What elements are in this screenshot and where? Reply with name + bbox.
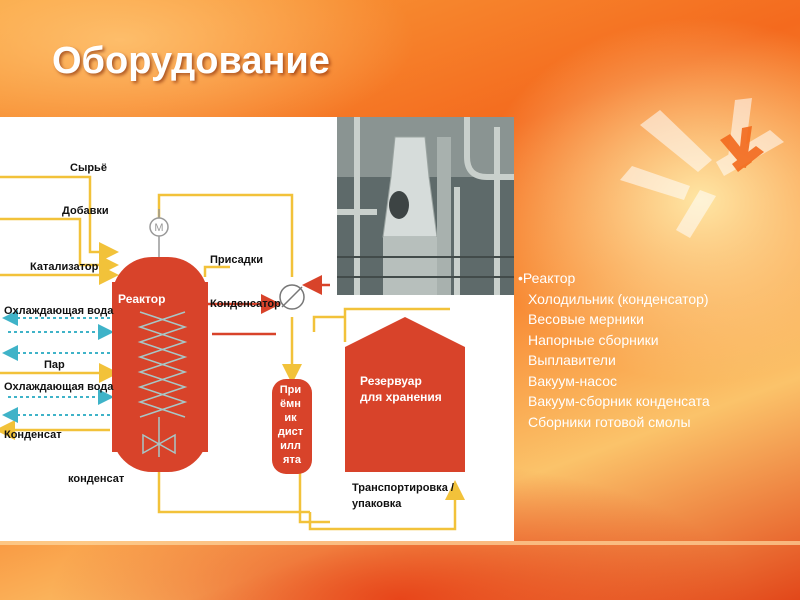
label-additives-2: Присадки	[210, 254, 263, 266]
slide-title: Оборудование	[52, 40, 330, 83]
label-cooling-water-1: Охлаждающая вода	[4, 305, 114, 317]
label-transport-1: Транспортировка /	[352, 482, 454, 494]
receiver-line-5: илл	[280, 440, 301, 452]
equipment-photo	[337, 117, 514, 295]
label-transport-2: упаковка	[352, 498, 402, 510]
svg-text:Транспортировка / упаков: Транспортировка / упаковка	[352, 482, 457, 510]
list-item: Вакуум-сборник конденсата	[518, 391, 710, 412]
label-raw-material: Сырьё	[70, 162, 107, 174]
label-condensate-2: конденсат	[68, 473, 125, 485]
receiver-line-6: ята	[283, 454, 302, 466]
label-cooling-water-2: Охлаждающая вода	[4, 381, 114, 393]
diagram-panel: Реактор M При ёмн ик дист илл ята	[0, 117, 514, 541]
label-condenser: Конденсатор	[210, 298, 281, 310]
tank-line-1: Резервуар	[360, 374, 422, 388]
equipment-list: Реактор Холодильник (конденсатор) Весовы…	[518, 268, 710, 432]
motor-symbol: M	[150, 209, 168, 257]
label-steam: Пар	[44, 359, 65, 371]
label-additives: Добавки	[62, 205, 109, 217]
receiver-line-1: При	[280, 384, 301, 396]
list-item: Весовые мерники	[518, 309, 710, 330]
list-item: Реактор	[518, 268, 710, 289]
label-condensate-1: Конденсат	[4, 429, 62, 441]
receiver-line-3: ик	[284, 412, 297, 424]
list-item: Сборники готовой смолы	[518, 412, 710, 433]
list-item: Вакуум-насос	[518, 371, 710, 392]
storage-tank: Резервуар для хранения	[345, 317, 465, 472]
list-item: Холодильник (конденсатор)	[518, 289, 710, 310]
receiver-line-2: ёмн	[280, 398, 301, 410]
list-item: Напорные сборники	[518, 330, 710, 351]
condenser-symbol	[280, 285, 304, 309]
motor-label: M	[154, 222, 163, 234]
reactor-vessel: Реактор	[112, 257, 208, 472]
distillate-receiver: При ёмн ик дист илл ята	[272, 379, 312, 474]
reactor-label: Реактор	[118, 292, 165, 306]
list-item: Выплавители	[518, 350, 710, 371]
label-catalyst: Катализатор	[30, 261, 99, 273]
tank-line-2: для хранения	[360, 390, 442, 404]
receiver-line-4: дист	[278, 426, 304, 438]
